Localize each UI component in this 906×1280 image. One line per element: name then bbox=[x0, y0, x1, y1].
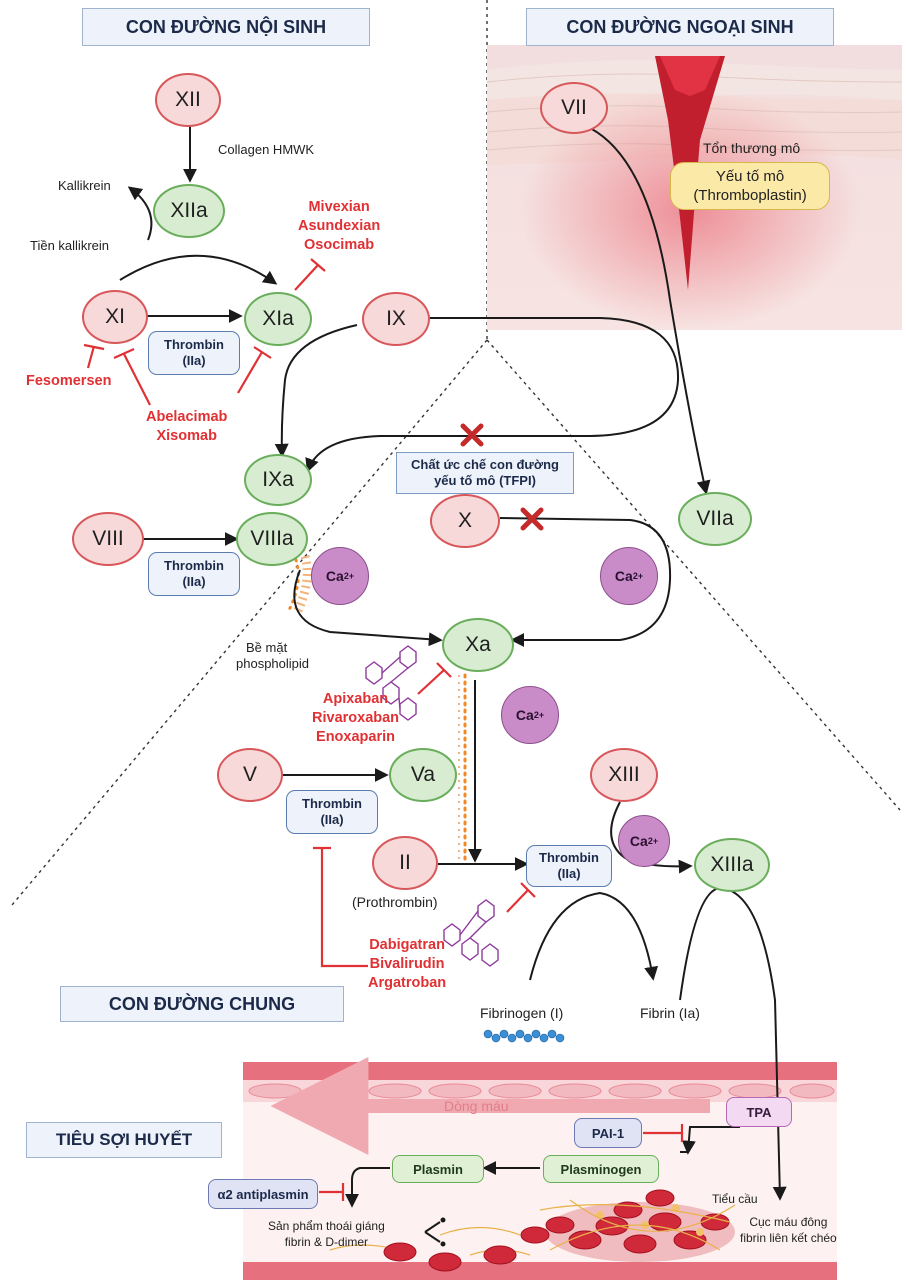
abelacimab-drugs: Abelacimab Xisomab bbox=[146, 408, 227, 446]
factor-v-node: V bbox=[217, 748, 283, 802]
clot-line-2: fibrin liên kết chéo bbox=[740, 1231, 837, 1245]
platelet-label: Tiểu cầu bbox=[712, 1192, 758, 1206]
clot-label: Cục máu đông fibrin liên kết chéo bbox=[740, 1214, 837, 1246]
thrombin-box-viii: Thrombin(IIa) bbox=[148, 552, 240, 596]
tissue-factor-box: Yếu tố mô (Thromboplastin) bbox=[670, 162, 830, 210]
tfpi-line-1: Chất ức chế con đường bbox=[411, 457, 559, 472]
drug-argatroban: Argatroban bbox=[368, 975, 447, 991]
factor-xiii-node: XIII bbox=[590, 748, 658, 802]
fibrinogen-label: Fibrinogen (I) bbox=[480, 1005, 564, 1021]
drug-apixaban: Apixaban bbox=[322, 691, 389, 707]
factor-ix-node: IX bbox=[362, 292, 430, 346]
thrombin-inhibitor-molecules bbox=[443, 899, 499, 967]
tpa-pill: TPA bbox=[726, 1097, 792, 1127]
tissue-factor-name: Yếu tố mô bbox=[715, 168, 785, 185]
common-pathway-header: CON ĐƯỜNG CHUNG bbox=[60, 986, 344, 1022]
kallikrein-label: Kallikrein bbox=[58, 178, 111, 193]
drug-mivexian: Mivexian bbox=[308, 199, 370, 215]
factor-va-node: Va bbox=[389, 748, 457, 802]
intrinsic-pathway-header: CON ĐƯỜNG NỘI SINH bbox=[82, 8, 370, 46]
drug-abelacimab: Abelacimab bbox=[146, 409, 228, 425]
extrinsic-pathway-header: CON ĐƯỜNG NGOẠI SINH bbox=[526, 8, 834, 46]
phospholipid-line-2: phospholipid bbox=[236, 656, 310, 671]
drug-xisomab: Xisomab bbox=[156, 428, 217, 444]
xa-inhibitor-drugs: Apixaban Rivaroxaban Enoxaparin bbox=[312, 690, 399, 747]
drug-bivalirudin: Bivalirudin bbox=[369, 956, 445, 972]
inhibition-lines bbox=[83, 258, 684, 1201]
factor-viiia-node: VIIIa bbox=[236, 512, 308, 566]
factor-xa-node: Xa bbox=[442, 618, 514, 672]
drug-rivaroxaban: Rivaroxaban bbox=[312, 710, 400, 726]
common-right-divider bbox=[486, 339, 901, 811]
drug-fesomersen: Fesomersen bbox=[26, 373, 112, 389]
factor-ii-node: II bbox=[372, 836, 438, 890]
prekallikrein-label: Tiền kallikrein bbox=[30, 238, 109, 253]
clot-line-1: Cục máu đông bbox=[749, 1215, 828, 1229]
collagen-label: Collagen HMWK bbox=[218, 142, 315, 157]
xia-inhibitor-drugs: Mivexian Asundexian Osocimab bbox=[298, 198, 380, 255]
blood-vessel-illustration bbox=[243, 1057, 837, 1280]
prothrombin-label: (Prothrombin) bbox=[352, 894, 438, 910]
factor-xii-node: XII bbox=[155, 73, 221, 127]
blocked-marks bbox=[460, 423, 544, 531]
factor-viia-node: VIIa bbox=[678, 492, 752, 546]
thrombin-box-main: Thrombin(IIa) bbox=[526, 845, 612, 887]
factor-viii-node: VIII bbox=[72, 512, 144, 566]
factor-xiia-node: XIIa bbox=[153, 184, 225, 238]
plasmin-pill: Plasmin bbox=[392, 1155, 484, 1183]
drug-dabigatran: Dabigatran bbox=[369, 937, 445, 953]
tfpi-box: Chất ức chế con đường yếu tố mô (TFPI) bbox=[396, 452, 574, 494]
factor-ixa-node: IXa bbox=[244, 454, 312, 506]
phospholipid-label: Bề mặt phospholipid bbox=[236, 640, 309, 672]
factor-xiiia-node: XIIIa bbox=[694, 838, 770, 892]
plasminogen-pill: Plasminogen bbox=[543, 1155, 659, 1183]
thrombin-box-xi: Thrombin(IIa) bbox=[148, 331, 240, 375]
common-left-divider bbox=[11, 339, 488, 906]
antiplasmin-pill: α2 antiplasmin bbox=[208, 1179, 318, 1209]
fibrin-label: Fibrin (Ia) bbox=[640, 1005, 700, 1021]
factor-x-node: X bbox=[430, 494, 500, 548]
drug-enoxaparin: Enoxaparin bbox=[316, 729, 395, 745]
tissue-factor-alt: (Thromboplastin) bbox=[693, 187, 807, 204]
degradation-line-1: Sản phẩm thoái giáng bbox=[268, 1219, 385, 1233]
factor-xia-node: XIa bbox=[244, 292, 312, 346]
tissue-injury-label: Tổn thương mô bbox=[703, 140, 801, 156]
phospholipid-strip bbox=[458, 673, 467, 864]
xa-inhibitor-molecules bbox=[365, 645, 417, 721]
degradation-label: Sản phẩm thoái giáng fibrin & D-dimer bbox=[268, 1218, 385, 1250]
pai1-pill: PAI-1 bbox=[574, 1118, 642, 1148]
factor-vii-node: VII bbox=[540, 82, 608, 134]
degradation-line-2: fibrin & D-dimer bbox=[284, 1235, 369, 1249]
drug-osocimab: Osocimab bbox=[304, 237, 375, 253]
blood-flow-label: Dòng máu bbox=[444, 1098, 509, 1114]
tfpi-line-2: yếu tố mô (TFPI) bbox=[434, 473, 536, 488]
factor-xi-node: XI bbox=[82, 290, 148, 344]
fibrinolysis-header: TIÊU SỢI HUYẾT bbox=[26, 1122, 222, 1158]
thrombin-box-v: Thrombin(IIa) bbox=[286, 790, 378, 834]
thrombin-inhibitor-drugs: Dabigatran Bivalirudin Argatroban bbox=[368, 936, 446, 993]
phospholipid-line-1: Bề mặt bbox=[246, 640, 288, 655]
fibrinogen-molecule bbox=[483, 1029, 565, 1043]
drug-asundexian: Asundexian bbox=[298, 218, 381, 234]
